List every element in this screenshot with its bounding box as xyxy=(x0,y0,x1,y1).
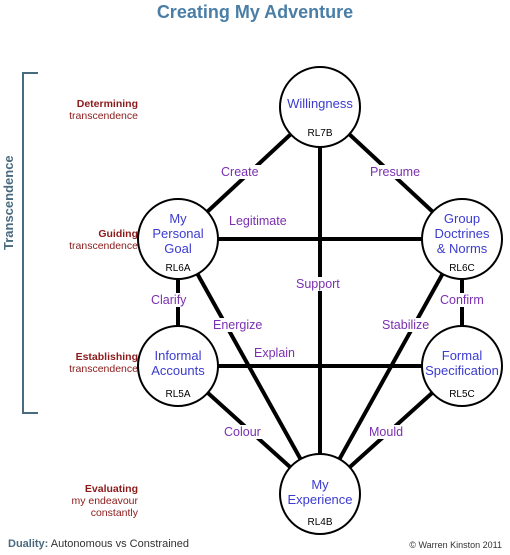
level-guiding: Guiding transcendence xyxy=(18,228,138,252)
duality-footer: Duality: Autonomous vs Constrained xyxy=(8,538,189,550)
node-circle-rl6a xyxy=(137,198,219,280)
node-rl4-line1: My xyxy=(311,477,329,492)
node-rl6a-line1: My xyxy=(169,211,187,226)
node-rl6a-label: My Personal Goal xyxy=(138,211,218,256)
node-rl6c-line3: & Norms xyxy=(436,241,488,256)
edge-label-stabilize: Stabilize xyxy=(379,318,433,332)
edge-label-clarify: Clarify xyxy=(148,293,190,307)
node-rl6a-line2: Personal xyxy=(152,226,204,241)
edge-label-confirm: Confirm xyxy=(437,293,487,307)
node-rl6c-line1: Group xyxy=(443,211,481,226)
node-rl7-label: Willingness xyxy=(287,96,353,111)
node-circle-rl5a xyxy=(137,325,219,407)
copyright-footer: © Warren Kinston 2011 xyxy=(409,540,502,550)
edge-label-presume: Presume xyxy=(367,165,424,179)
level-establishing: Establishing transcendence xyxy=(18,351,138,375)
node-rl6c-code: RL6C xyxy=(449,263,475,274)
node-rl6c-label: Group Doctrines & Norms xyxy=(417,211,507,256)
node-rl4-line2: Experience xyxy=(287,492,353,507)
duality-text: Autonomous vs Constrained xyxy=(50,538,189,550)
transcendence-bracket xyxy=(22,72,38,414)
node-rl5a-line2: Accounts xyxy=(151,363,205,378)
level-evaluating-title: Evaluating xyxy=(84,483,138,495)
node-rl6a-line3: Goal xyxy=(164,241,192,256)
node-rl6a-code: RL6A xyxy=(165,263,191,274)
level-evaluating-sub2: constantly xyxy=(90,507,138,519)
node-circle-rl4 xyxy=(279,453,361,535)
node-rl5a-code: RL5A xyxy=(165,389,191,400)
level-determining-sub: transcendence xyxy=(69,110,138,122)
level-guiding-sub: transcendence xyxy=(69,240,138,252)
node-rl5c-code: RL5C xyxy=(449,389,475,400)
node-rl4-label: My Experience xyxy=(270,477,370,507)
edge-label-mould: Mould xyxy=(366,425,407,439)
node-circle-rl7 xyxy=(279,66,361,148)
edge-label-colour: Colour xyxy=(221,425,264,439)
diagram-title: Creating My Adventure xyxy=(156,2,354,22)
level-determining-title: Determining xyxy=(76,98,138,110)
node-rl6c-line2: Doctrines xyxy=(434,226,490,241)
edge-label-energize: Energize xyxy=(210,318,266,332)
edge-label-create: Create xyxy=(218,165,262,179)
node-circle-rl6c xyxy=(421,198,503,280)
level-evaluating: Evaluating my endeavour constantly xyxy=(18,483,138,519)
edge-label-support: Support xyxy=(293,277,343,291)
level-determining: Determining transcendence xyxy=(18,98,138,122)
level-guiding-title: Guiding xyxy=(98,228,138,240)
node-rl4-code: RL4B xyxy=(307,517,333,528)
edge-label-explain: Explain xyxy=(251,346,298,360)
duality-label: Duality: xyxy=(8,538,49,550)
node-rl7-code: RL7B xyxy=(307,128,333,139)
node-circle-rl5c xyxy=(421,325,503,407)
node-rl5c-label: Formal Specification xyxy=(412,348,510,378)
node-rl5a-line1: Informal xyxy=(154,348,202,363)
node-rl5c-line1: Formal xyxy=(441,348,483,363)
level-establishing-title: Establishing xyxy=(75,351,138,363)
edge-label-legitimate: Legitimate xyxy=(226,214,290,228)
node-rl5c-line2: Specification xyxy=(425,363,499,378)
level-establishing-sub: transcendence xyxy=(69,363,138,375)
level-evaluating-sub: my endeavour xyxy=(71,495,138,507)
node-rl5a-label: Informal Accounts xyxy=(133,348,223,378)
